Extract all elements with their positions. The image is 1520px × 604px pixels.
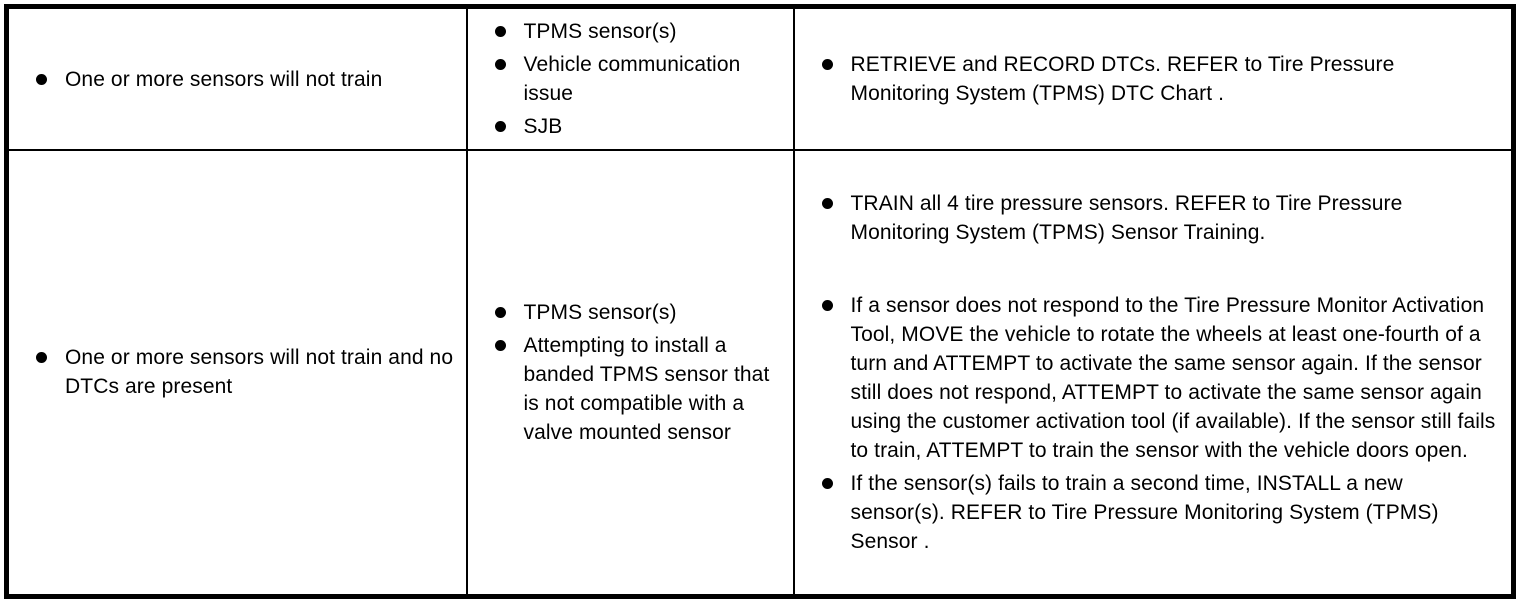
condition-cell: One or more sensors will not train [5,5,468,151]
sources-list: TPMS sensor(s) Attempting to install a ba… [468,298,781,447]
bullet-icon [494,59,506,70]
bullet-icon [494,26,506,37]
bullet-text: TRAIN all 4 tire pressure sensors. REFER… [850,191,1403,244]
sources-cell: TPMS sensor(s) Vehicle communication issu… [465,5,795,151]
bullet-text: TPMS sensor(s) [523,300,677,324]
sources-cell: TPMS sensor(s) Attempting to install a ba… [465,149,795,597]
bullet-text: One or more sensors will not train and n… [65,346,454,399]
actions-list: TRAIN all 4 tire pressure sensors. REFER… [795,189,1500,556]
bullet-text: If a sensor does not respond to the Tire… [850,293,1496,462]
condition-list: One or more sensors will not train and n… [9,343,454,401]
bullet-text: Vehicle communication issue [523,53,741,105]
bullet-text: Attempting to install a banded TPMS sens… [523,333,770,444]
bullet-text: TPMS sensor(s) [523,20,677,43]
bullet-icon [821,299,833,311]
bullet-icon [494,339,506,351]
bullet-icon [36,352,47,364]
condition-list: One or more sensors will not train [9,65,454,94]
bullet-item: Vehicle communication issue [494,50,781,108]
bullet-icon [494,121,506,132]
actions-cell: TRAIN all 4 tire pressure sensors. REFER… [792,149,1515,597]
sources-list: TPMS sensor(s) Vehicle communication issu… [468,17,781,141]
bullet-item: Attempting to install a banded TPMS sens… [494,331,781,447]
bullet-text: SJB [523,115,563,138]
bullet-item: One or more sensors will not train [36,65,454,94]
bullet-item: SJB [494,112,781,141]
actions-list: RETRIEVE and RECORD DTCs. REFER to Tire … [795,50,1500,108]
bullet-text: If the sensor(s) fails to train a second… [850,471,1439,553]
bullet-text: One or more sensors will not train [65,67,383,91]
bullet-item: If the sensor(s) fails to train a second… [821,469,1500,556]
bullet-icon [821,59,833,70]
bullet-icon [821,477,833,489]
bullet-text: RETRIEVE and RECORD DTCs. REFER to Tire … [850,53,1395,105]
table-row: One or more sensors will not train TPMS s… [5,5,1515,151]
bullet-icon [36,73,47,85]
bullet-item: RETRIEVE and RECORD DTCs. REFER to Tire … [821,50,1500,108]
bullet-item: TRAIN all 4 tire pressure sensors. REFER… [821,189,1500,247]
bullet-icon [494,306,506,318]
bullet-item: TPMS sensor(s) [494,298,781,327]
bullet-icon [821,197,833,209]
bullet-item: If a sensor does not respond to the Tire… [821,291,1500,465]
bullet-item: One or more sensors will not train and n… [36,343,454,401]
condition-cell: One or more sensors will not train and n… [5,149,468,597]
bullet-item: TPMS sensor(s) [494,17,781,46]
table-row: One or more sensors will not train and n… [5,149,1515,597]
actions-cell: RETRIEVE and RECORD DTCs. REFER to Tire … [792,5,1515,151]
